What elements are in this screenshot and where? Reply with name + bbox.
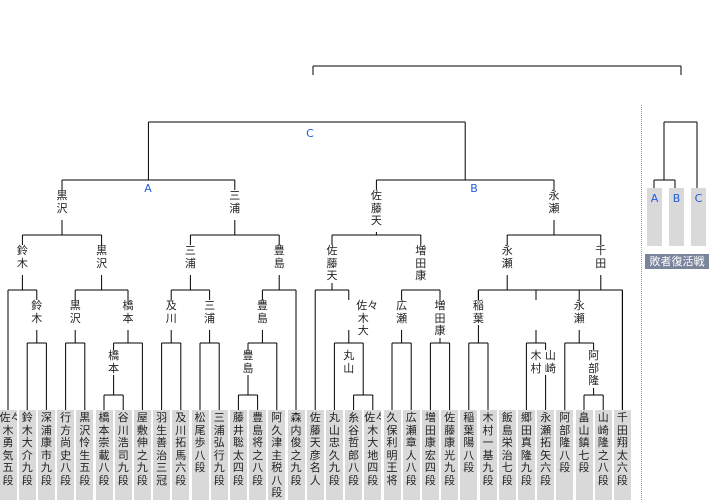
divider (641, 105, 642, 500)
player-cell: 深浦康市九段 (37, 410, 55, 500)
winner-label: 豊島 (272, 244, 287, 270)
winner-label: 永瀬 (572, 299, 587, 325)
player-cell: 丸山忠久九段 (325, 410, 343, 500)
player-cell: 行方尚史八段 (57, 410, 75, 500)
winner-label: 三浦 (202, 299, 217, 325)
player-cell: 藤井聡太四段 (229, 410, 247, 500)
winner-label: 佐藤天 (369, 189, 384, 228)
player-cell: 羽生善治三冠 (153, 410, 171, 500)
winner-label: 及川 (164, 299, 179, 325)
player-cell: 永瀬拓矢六段 (537, 410, 555, 500)
player-cell: 三浦弘行九段 (210, 410, 228, 500)
player-cell: 畠山 鎮七段 (575, 410, 593, 500)
winner-label: 広瀬 (394, 299, 409, 325)
player-cell: 阿久津主税八段 (268, 410, 286, 500)
player-cell: 増田康宏四段 (421, 410, 439, 500)
player-cell: 橋本崇載八段 (95, 410, 113, 500)
player-cell: 木村一基九段 (479, 410, 497, 500)
player-cell: 佐々木勇気五段 (0, 410, 17, 500)
winner-label: 黒沢 (94, 244, 109, 270)
winner-label: 佐藤天 (325, 244, 339, 283)
winner-label: 丸山 (341, 349, 356, 375)
winner-label: 永瀬 (547, 189, 561, 215)
block-label-b: B (470, 182, 478, 195)
player-cell: 森内俊之九段 (287, 410, 305, 500)
winner-label: 山崎 (543, 349, 558, 375)
winner-label: 三浦 (183, 244, 198, 270)
repechage-title: 敗者復活戦 (645, 254, 709, 269)
winner-label: 阿部隆 (586, 349, 601, 388)
repechage-slot-a: A (647, 188, 662, 246)
winner-label: 千田 (593, 244, 608, 270)
winner-label: 豊島 (255, 299, 270, 325)
repechage-slot-c: C (691, 188, 706, 246)
winner-label: 橋本 (106, 349, 121, 375)
winner-label: 黒沢 (68, 299, 83, 325)
player-cell: 飯島栄治七段 (498, 410, 516, 500)
player-cell: 佐々木大地四段 (364, 410, 382, 500)
block-label-a: A (144, 182, 152, 195)
player-cell: 千田翔太六段 (613, 410, 631, 500)
repechage-slot-b: B (669, 188, 684, 246)
player-cell: 及川拓馬六段 (172, 410, 190, 500)
winner-label: 橋本 (121, 299, 135, 325)
winner-label: 鈴木 (29, 299, 44, 325)
player-cell: 黒沢怜生五段 (76, 410, 94, 500)
winner-label: 三浦 (227, 189, 242, 215)
winner-label: 稲葉 (471, 299, 486, 325)
player-cell: 広瀬章人八段 (402, 410, 420, 500)
winner-label: 鈴木 (15, 244, 30, 270)
winner-label: 増田康 (433, 299, 447, 338)
player-cell: 阿部 隆八段 (556, 410, 574, 500)
block-label-c: C (306, 127, 314, 140)
winner-label: 増田康 (413, 244, 428, 283)
winner-label: 黒沢 (55, 189, 69, 215)
player-cell: 佐藤天彦名人 (306, 410, 324, 500)
player-cell: 久保利明王将 (383, 410, 401, 500)
winner-label: 豊島 (241, 349, 255, 375)
player-cell: 糸谷哲郎八段 (345, 410, 363, 500)
winner-label: 木村 (529, 349, 543, 375)
player-cell: 松尾 歩八段 (191, 410, 209, 500)
player-cell: 佐藤康光九段 (441, 410, 459, 500)
winner-label: 永瀬 (500, 244, 515, 270)
player-cell: 鈴木大介九段 (18, 410, 36, 500)
winner-label: 佐々木大 (356, 299, 379, 338)
player-cell: 郷田真隆九段 (517, 410, 535, 500)
player-cell: 谷川浩司九段 (114, 410, 132, 500)
player-cell: 稲葉 陽八段 (460, 410, 478, 500)
player-cell: 屋敷伸之九段 (133, 410, 151, 500)
player-cell: 豊島将之八段 (249, 410, 267, 500)
player-cell: 山崎隆之八段 (594, 410, 612, 500)
